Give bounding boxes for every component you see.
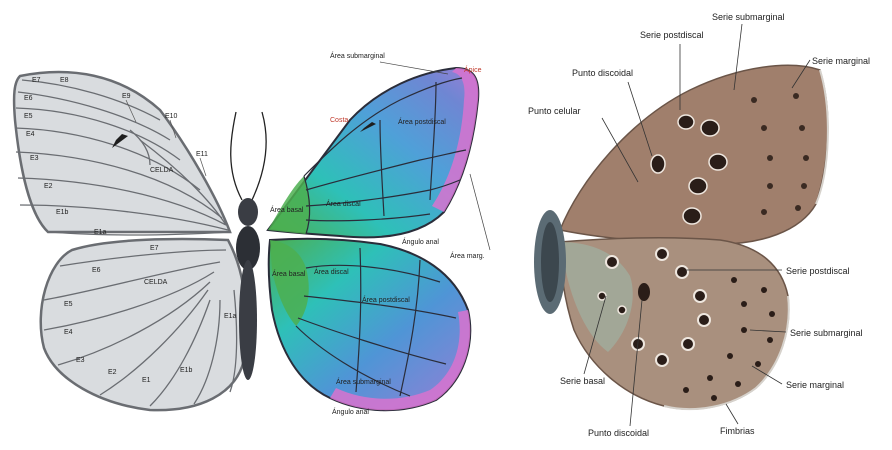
label-serie-postdiscal-top: Serie postdiscal [640, 30, 704, 40]
fw-vein-label-1: E8 [60, 77, 69, 84]
hw-area-basal-label: Área basal [272, 269, 306, 278]
label-serie-submarginal-top: Serie submarginal [712, 12, 785, 22]
hw-area-postdiscal-label: Área postdiscal [362, 295, 410, 304]
venation-svg: E7 E8 E6 E5 E4 E3 E2 E1b E1a E9 E10 E11 … [0, 0, 520, 445]
hw-cell-label: CELDA [144, 279, 168, 286]
hw-vein-label-3: E4 [64, 329, 73, 336]
label-punto-discoidal-bottom: Punto discoidal [588, 428, 649, 438]
hw-vein-label-4: E3 [76, 357, 85, 364]
venation-diagram: E7 E8 E6 E5 E4 E3 E2 E1b E1a E9 E10 E11 … [0, 0, 520, 445]
fw-vein-label-9: E9 [122, 93, 131, 100]
hw-vein-label-7: E1b [180, 367, 193, 374]
fw-area-postdiscal-label: Área postdiscal [398, 117, 446, 126]
fw-vein-label-2: E6 [24, 95, 33, 102]
label-serie-postdiscal-bottom: Serie postdiscal [786, 266, 850, 276]
apex-label: Ápice [464, 65, 482, 74]
underside-markings-diagram: Serie submarginal Serie postdiscal Serie… [520, 0, 892, 445]
label-serie-marginal-bottom: Serie marginal [786, 380, 844, 390]
label-punto-celular: Punto celular [528, 106, 581, 116]
hw-vein-label-2: E5 [64, 301, 73, 308]
label-serie-submarginal-bottom: Serie submarginal [790, 328, 863, 338]
hw-vein-label-5: E2 [108, 369, 117, 376]
fw-vein-label-6: E2 [44, 183, 53, 190]
label-serie-basal: Serie basal [560, 376, 605, 386]
hindwing-discoidal-spot [638, 283, 650, 301]
hw-vein-label-0: E7 [150, 245, 159, 252]
fw-vein-label-7: E1b [56, 209, 69, 216]
hw-vein-label-8: E1a [224, 313, 237, 320]
label-serie-marginal-top: Serie marginal [812, 56, 870, 66]
fw-vein-label-4: E4 [26, 131, 35, 138]
underside-body [534, 210, 566, 314]
fw-margin-area-label: Área marg. [450, 251, 485, 260]
label-fimbrias: Fimbrias [720, 426, 755, 436]
fw-tornus-label: Ángulo anal [402, 237, 439, 246]
hw-area-submarginal-label: Área submarginal [336, 377, 391, 386]
fw-vein-label-8: E1a [94, 229, 107, 236]
fw-vein-label-3: E5 [24, 113, 33, 120]
fw-vein-label-0: E7 [32, 77, 41, 84]
right-forewing-basal-area [268, 176, 310, 234]
fw-cell-label: CELDA [150, 167, 174, 174]
fw-vein-label-5: E3 [30, 155, 39, 162]
hw-vein-label-6: E1 [142, 377, 151, 384]
underside-svg: Serie submarginal Serie postdiscal Serie… [520, 0, 892, 445]
fw-vein-label-10: E10 [165, 113, 178, 120]
hw-area-discal-label: Área discal [314, 267, 349, 276]
fw-vein-label-11: E11 [196, 151, 208, 158]
costa-label: Costa [330, 117, 348, 124]
fw-area-discal-label: Área discal [326, 199, 361, 208]
label-punto-discoidal-top: Punto discoidal [572, 68, 633, 78]
fw-area-basal-label: Área basal [270, 205, 304, 214]
hw-tornus-label: Ángulo anal [332, 407, 369, 416]
hw-vein-label-1: E6 [92, 267, 101, 274]
fw-area-submarginal-label: Área submarginal [330, 51, 385, 60]
